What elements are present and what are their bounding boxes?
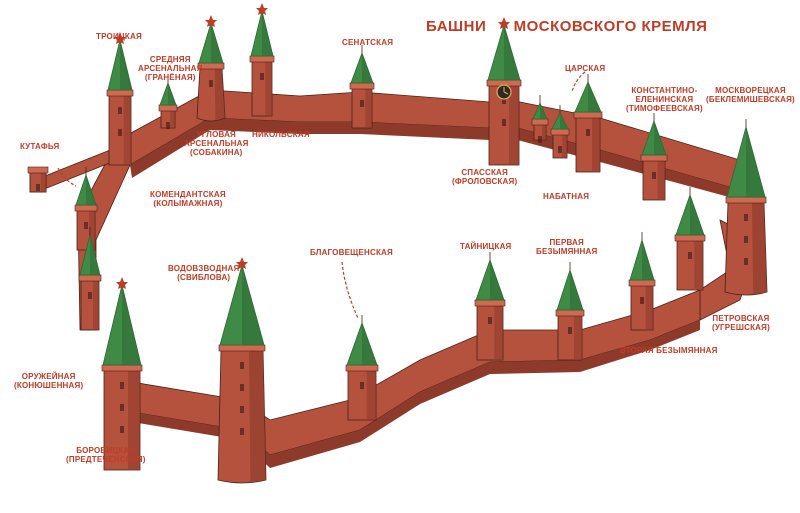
- label-nikolskaya: НИКОЛЬСКАЯ: [252, 130, 310, 139]
- label-vtoraya: ВТОРАЯ БЕЗЫМЯННАЯ: [620, 346, 718, 355]
- tower-vodovzvodnaya: [217, 257, 267, 484]
- star-icon: [114, 32, 126, 44]
- title-word-1: БАШНИ: [426, 18, 487, 35]
- tower-tsarskaya: [531, 95, 549, 143]
- label-oruzheynaya: ОРУЖЕЙНАЯ (КОНЮШЕННАЯ): [14, 372, 84, 390]
- star-icon: [498, 17, 510, 29]
- tower-srednyaya: [158, 75, 178, 129]
- tower-konstantino: [573, 74, 603, 173]
- tower-konstantino-2: [640, 113, 668, 201]
- label-pervaya: ПЕРВАЯ БЕЗЫМЯННАЯ: [536, 238, 598, 256]
- tower-uglovaya: [196, 15, 226, 122]
- label-kutafya: КУТАФЬЯ: [20, 142, 60, 151]
- towers: [27, 3, 768, 484]
- label-uglovaya: УГЛОВАЯ АРСЕНАЛЬНАЯ (СОБАКИНА): [184, 130, 249, 157]
- tower-pervaya: [555, 262, 585, 361]
- label-tsarskaya: ЦАРСКАЯ: [565, 64, 606, 73]
- label-spasskaya: СПАССКАЯ (ФРОЛОВСКАЯ): [452, 168, 518, 186]
- star-icon: [116, 277, 128, 289]
- tower-moskvoretskaya: [724, 119, 768, 296]
- label-blagoveshchenskaya: БЛАГОВЕЩЕНСКАЯ: [310, 248, 393, 257]
- label-komendantskaya: КОМЕНДАНТСКАЯ (КОЛЫМАЖНАЯ): [150, 190, 226, 208]
- label-srednyaya: СРЕДНЯЯ АРСЕНАЛЬНАЯ (ГРАНЁНАЯ): [138, 55, 203, 82]
- front-wall: [119, 289, 701, 468]
- clock-hand: [503, 91, 509, 95]
- tower-kutafya: [27, 166, 49, 193]
- label-troitskaya: ТРОИЦКАЯ: [96, 32, 142, 41]
- tower-senatskaya: [349, 45, 375, 129]
- tower-blagoveshchenskaya: [345, 315, 379, 421]
- arrow-tsarskaya: [571, 71, 586, 93]
- tower-petrovskaya: [674, 187, 706, 291]
- label-borovitskaya: БОРОВИЦКАЯ (ПРЕДТЕЧЕНСКАЯ): [66, 446, 146, 464]
- arrow-blagoveshchenskaya: [341, 261, 359, 319]
- label-vodovzvodnaya: ВОДОВЗВОДНАЯ (СВИБЛОВА): [168, 264, 240, 282]
- label-nabatnaya: НАБАТНАЯ: [543, 192, 590, 201]
- label-konstantino: КОНСТАНТИНО- ЕЛЕНИНСКАЯ (ТИМОФЕЕВСКАЯ): [626, 86, 703, 113]
- page-title: БАШНИ МОСКОВСКОГО КРЕМЛЯ: [426, 18, 707, 35]
- star-icon: [205, 15, 217, 27]
- label-petrovskaya: ПЕТРОВСКАЯ (УГРЕШСКАЯ): [712, 314, 770, 332]
- tower-vtoraya: [628, 232, 656, 331]
- tower-spasskaya: [486, 17, 522, 166]
- tower-nabatnaya: [550, 105, 570, 159]
- pointer-arrows: [57, 71, 586, 319]
- tower-troitskaya: [106, 32, 134, 166]
- tower-komendantskaya: [74, 167, 98, 251]
- arrow-kutafya: [57, 167, 77, 187]
- tower-oruzheynaya: [78, 227, 102, 331]
- title-word-2: МОСКОВСКОГО КРЕМЛЯ: [513, 18, 708, 35]
- star-icon: [256, 3, 268, 15]
- star-icon: [236, 257, 248, 269]
- tower-taynitskaya: [474, 252, 506, 361]
- tower-nikolskaya: [249, 3, 275, 117]
- tower-borovitskaya: [101, 277, 143, 471]
- label-taynitskaya: ТАЙНИЦКАЯ: [460, 242, 512, 251]
- label-senatskaya: СЕНАТСКАЯ: [342, 38, 394, 47]
- label-moskvoretskaya: МОСКВОРЕЦКАЯ (БЕКЛЕМИШЕВСКАЯ): [706, 86, 795, 104]
